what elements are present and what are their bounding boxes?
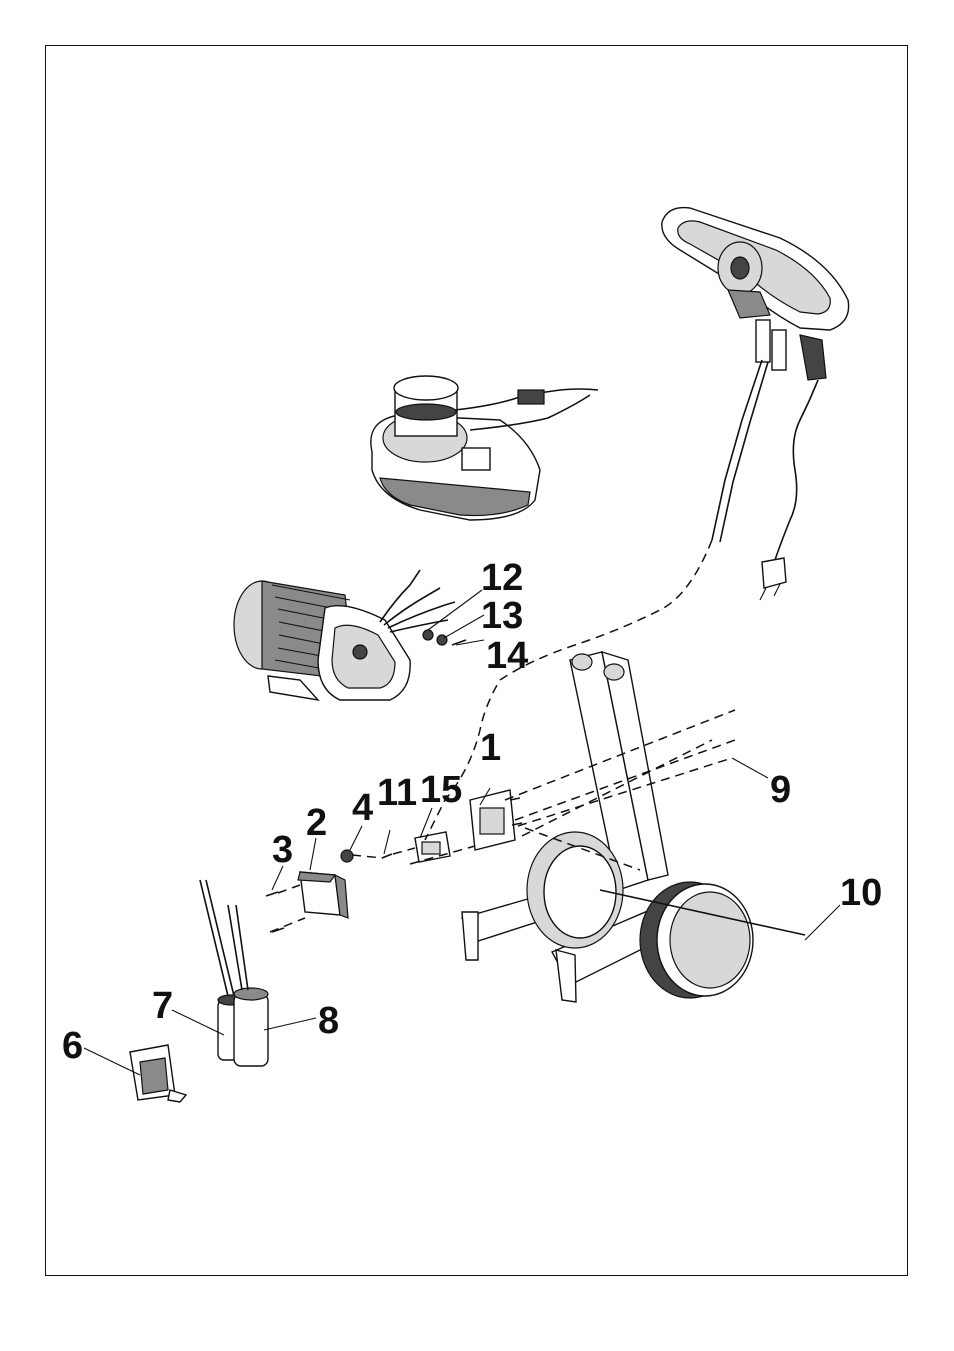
capacitors [200, 880, 268, 1066]
leader-lines [84, 590, 840, 1075]
vacuum-head-assembly [371, 376, 598, 520]
electric-motor [234, 570, 455, 700]
callout-1: 1 [480, 727, 501, 769]
callout-6: 6 [62, 1025, 83, 1067]
callout-2: 2 [306, 802, 327, 844]
nut-4 [341, 850, 353, 862]
callout-15: 15 [420, 769, 462, 811]
callout-12: 12 [481, 557, 523, 599]
callout-14: 14 [486, 635, 528, 677]
switch-bracket [470, 790, 522, 850]
callout-10: 10 [840, 872, 882, 914]
callout-7: 7 [152, 985, 173, 1027]
callout-11: 11 [377, 772, 417, 814]
callout-9: 9 [770, 769, 791, 811]
handle-assembly [662, 208, 849, 600]
screw-3 [266, 892, 278, 896]
callout-4: 4 [352, 787, 373, 829]
capacitor-box [298, 872, 348, 918]
screw-11 [382, 854, 392, 858]
callout-13: 13 [481, 595, 523, 637]
callout-8: 8 [318, 1000, 339, 1042]
callout-3: 3 [272, 829, 293, 871]
mount-bracket [130, 1045, 186, 1102]
